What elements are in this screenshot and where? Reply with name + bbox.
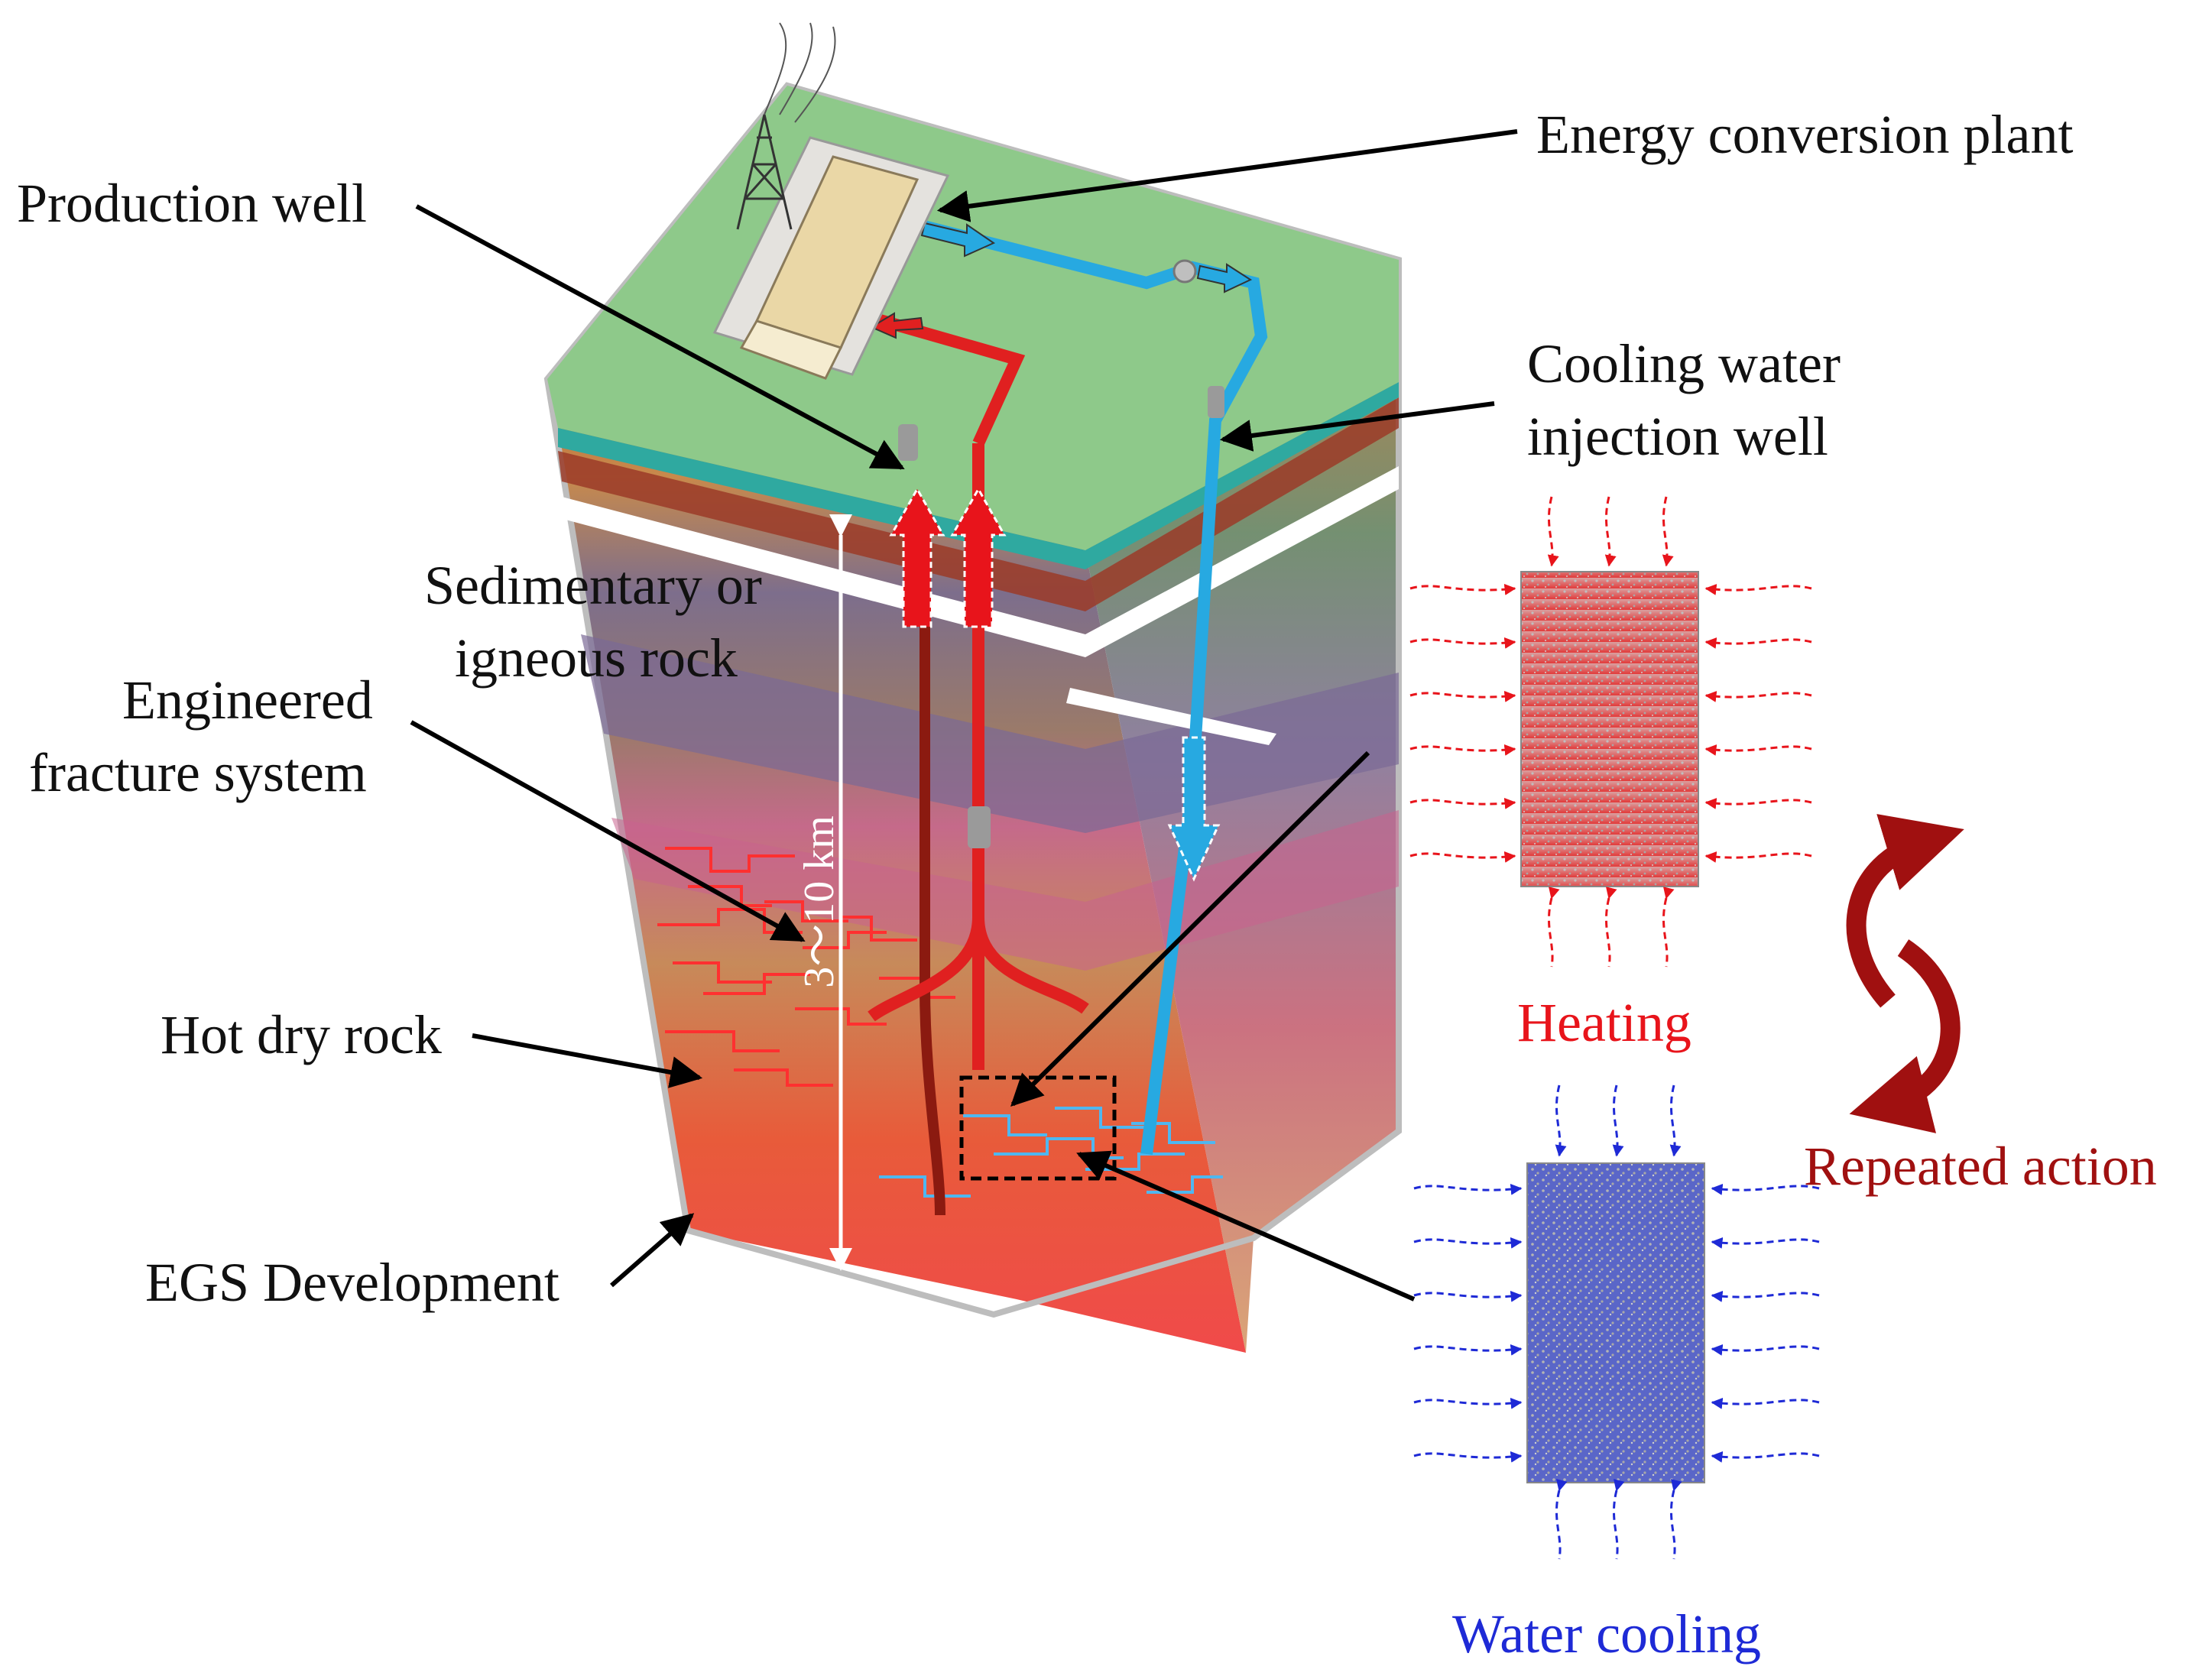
leader-injection-well <box>1219 401 1495 452</box>
label-energy-conversion-plant: Energy conversion plant <box>1536 104 2074 165</box>
injection-pipe <box>904 216 1268 1155</box>
heated-rock-sample <box>1520 571 1699 887</box>
cooled-rock-sample <box>1526 1162 1705 1483</box>
injection-wellhead <box>1208 386 1224 418</box>
stratum-pink <box>611 810 1399 971</box>
leader-to-cooling-sample <box>1076 1150 1416 1302</box>
production-pipe-dark <box>920 611 945 1216</box>
label-injection-well-line1: Cooling water <box>1527 333 1841 394</box>
label-fracture-line1: Engineered <box>122 669 373 731</box>
leader-to-heating-sample <box>1010 750 1370 1107</box>
cooling-sample-panel: Water cooling <box>1413 1084 1820 1665</box>
production-flow-arrow-1 <box>889 486 945 628</box>
surface-pump <box>1172 259 1197 284</box>
energy-conversion-plant-building <box>712 136 950 380</box>
leader-egs <box>610 1213 695 1288</box>
heat-arrows <box>1409 496 1812 968</box>
label-sedimentary-line1: Sedimentary or <box>424 555 762 616</box>
production-wellhead <box>898 424 918 461</box>
label-fracture-line2: fracture system <box>29 742 367 803</box>
label-water-cooling: Water cooling <box>1452 1603 1761 1665</box>
geological-block: 3～10 km <box>543 22 1402 1353</box>
label-injection-well-line2: injection well <box>1527 406 1828 467</box>
block-outline <box>543 82 1402 1318</box>
block-right-face <box>1085 260 1399 1353</box>
label-egs-development: EGS Development <box>145 1252 559 1313</box>
label-production-well: Production well <box>17 173 367 234</box>
leader-hot-dry-rock <box>472 1033 703 1088</box>
leader-lines <box>410 129 1518 1302</box>
fracture-network-cold <box>879 1107 1223 1198</box>
repeated-action-cycle-icon: Repeated action <box>1804 814 2157 1197</box>
return-flow-arrow <box>869 312 924 339</box>
cooling-arrows <box>1413 1084 1820 1560</box>
label-repeated-action: Repeated action <box>1804 1136 2157 1197</box>
leader-production-well <box>415 204 905 470</box>
leader-plant <box>936 129 1518 222</box>
label-sedimentary-line2: igneous rock <box>455 627 738 689</box>
downhole-pump <box>968 806 991 848</box>
production-pipe <box>868 443 1089 1070</box>
leader-fracture-system <box>410 720 806 942</box>
label-heating: Heating <box>1517 992 1691 1053</box>
injection-flow-arrow <box>1167 736 1221 882</box>
transmission-tower-icon <box>736 22 836 230</box>
cycle-arrow-lower <box>1849 939 1961 1133</box>
plant-outflow-arrow <box>920 222 996 258</box>
cycle-arrow-upper <box>1846 814 1964 1008</box>
heating-sample-panel: Heating <box>1409 496 1812 1053</box>
depth-label: 3～10 km <box>796 815 843 988</box>
surface-top <box>547 86 1399 550</box>
label-hot-dry-rock: Hot dry rock <box>161 1004 442 1065</box>
production-flow-arrow-2 <box>950 486 1007 628</box>
white-fault-line <box>1066 688 1276 745</box>
pipe-flow-arrow <box>1196 263 1253 293</box>
